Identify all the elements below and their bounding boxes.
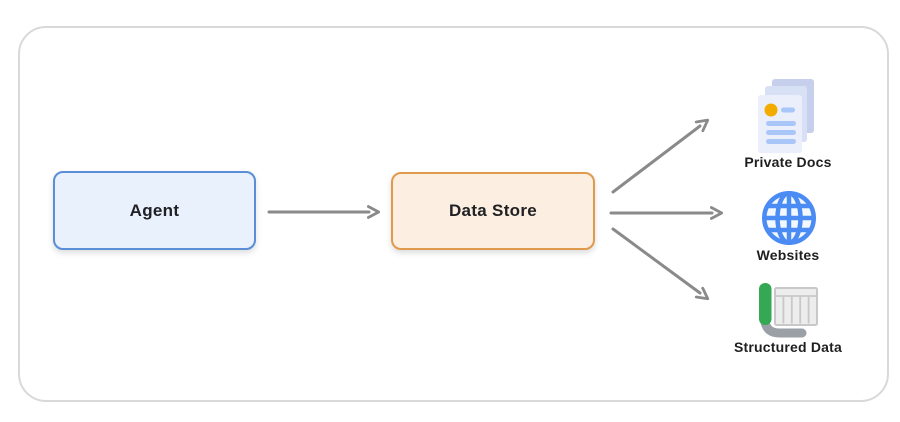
data-store-node[interactable]: Data Store: [391, 172, 595, 250]
agent-label: Agent: [129, 200, 180, 220]
documents-icon: [758, 79, 814, 153]
spreadsheet-grid-lines: [775, 295, 817, 324]
doc-bullet-dot: [764, 103, 778, 117]
doc-text-lines: [766, 107, 796, 144]
sheet-spine: [759, 283, 772, 325]
private-docs-label: Private Docs: [744, 154, 832, 170]
globe-icon: [762, 191, 816, 245]
data-store-label: Data Store: [448, 201, 538, 220]
websites-label: Websites: [756, 247, 820, 263]
globe-strokes: [762, 191, 816, 245]
agent-node[interactable]: Agent: [53, 171, 256, 250]
structured-data-label: Structured Data: [733, 339, 843, 355]
spreadsheet-icon: [759, 283, 818, 338]
